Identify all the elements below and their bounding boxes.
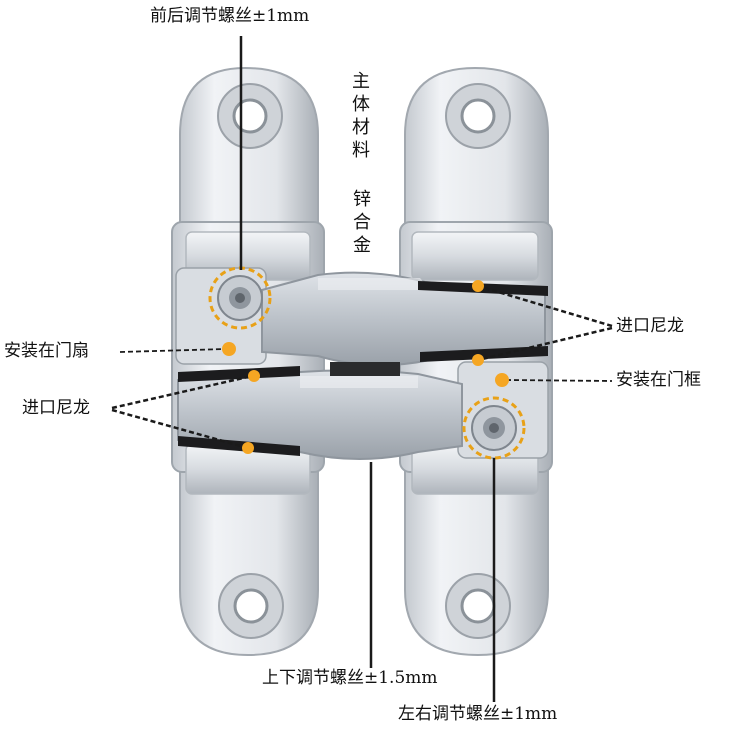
nylon-right-leader-bottom: [477, 326, 613, 362]
left-hinge-body: [171, 66, 325, 657]
marker-dots: [222, 280, 509, 454]
left-bottom-screw-hole: [218, 573, 284, 639]
door-leaf-leader: [119, 348, 227, 353]
install-door-frame-label: 安装在门框: [616, 370, 701, 390]
right-top-screw-hole: [445, 83, 511, 149]
front-back-adjust-label: 前后调节螺丝±1mm: [150, 6, 310, 26]
imported-nylon-left-label: 进口尼龙: [22, 398, 90, 418]
front-back-adjust-screw: [217, 275, 263, 321]
nylon-right-leader-top: [477, 284, 613, 328]
left-right-screw-highlight: [462, 396, 526, 460]
alloy-label: 锌合金: [353, 189, 371, 256]
main-material-label: 主体材料: [352, 71, 370, 161]
right-bottom-screw-hole: [445, 573, 511, 639]
up-down-adjust-label: 上下调节螺丝±1.5mm: [262, 668, 438, 688]
left-top-screw-hole: [217, 83, 283, 149]
install-door-leaf-label: 安装在门扇: [4, 341, 89, 361]
imported-nylon-right-label: 进口尼龙: [616, 316, 684, 336]
door-frame-leader: [505, 379, 613, 382]
leader-lines: [111, 36, 613, 702]
left-right-adjust-screw: [471, 405, 517, 451]
left-right-adjust-label: 左右调节螺丝±1mm: [398, 704, 558, 724]
